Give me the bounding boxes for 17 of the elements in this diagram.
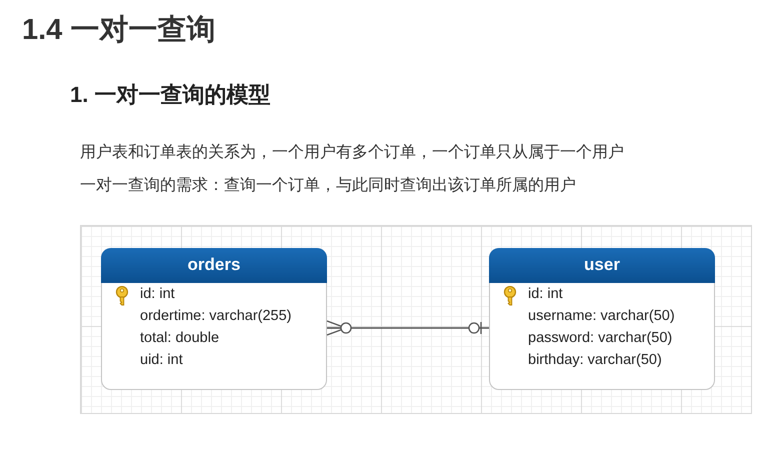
table-header: user: [489, 248, 715, 283]
field-text: ordertime: varchar(255): [140, 308, 292, 324]
field-text: username: varchar(50): [528, 308, 675, 324]
paragraph-text: 一对一查询的需求：查询一个订单，与此同时查询出该订单所属的用户: [80, 176, 576, 196]
field-text: total: double: [140, 330, 220, 346]
relationship-line: [326, 320, 489, 336]
table-header: orders: [101, 248, 327, 283]
table-box: [489, 248, 715, 390]
field-text: uid: int: [140, 352, 183, 368]
subheading: 1. 一对一查询的模型: [70, 81, 270, 109]
table-box: [101, 248, 327, 390]
field-text: id: int: [140, 286, 175, 302]
field-text: id: int: [528, 286, 563, 302]
heading: 1.4 一对一查询: [22, 13, 216, 48]
paragraph-text: 用户表和订单表的关系为，一个用户有多个订单，一个订单只从属于一个用户: [80, 142, 624, 163]
field-text: birthday: varchar(50): [528, 352, 662, 368]
field-text: password: varchar(50): [528, 330, 672, 346]
